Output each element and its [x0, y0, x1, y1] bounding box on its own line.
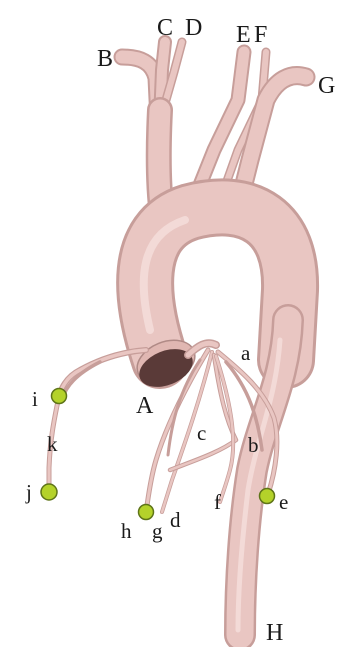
label-b: b — [248, 433, 259, 457]
label-i: i — [32, 387, 38, 411]
label-k: k — [47, 432, 58, 456]
label-g: g — [152, 519, 163, 543]
marker-j — [41, 484, 57, 500]
label-G: G — [318, 73, 335, 99]
label-d: d — [170, 508, 181, 532]
marker-h — [139, 505, 154, 520]
label-B: B — [97, 46, 113, 72]
label-e: e — [279, 490, 288, 514]
label-c: c — [197, 421, 206, 445]
label-H: H — [266, 620, 283, 646]
label-F: F — [254, 22, 267, 48]
label-f: f — [214, 490, 221, 514]
label-E: E — [236, 22, 251, 48]
label-A: A — [136, 393, 154, 419]
marker-i — [52, 389, 67, 404]
label-a: a — [241, 341, 251, 365]
aortic-arch — [144, 207, 290, 360]
label-D: D — [185, 15, 202, 41]
label-h: h — [121, 519, 132, 543]
label-C: C — [157, 15, 173, 41]
label-j: j — [25, 480, 32, 504]
marker-e — [260, 489, 275, 504]
